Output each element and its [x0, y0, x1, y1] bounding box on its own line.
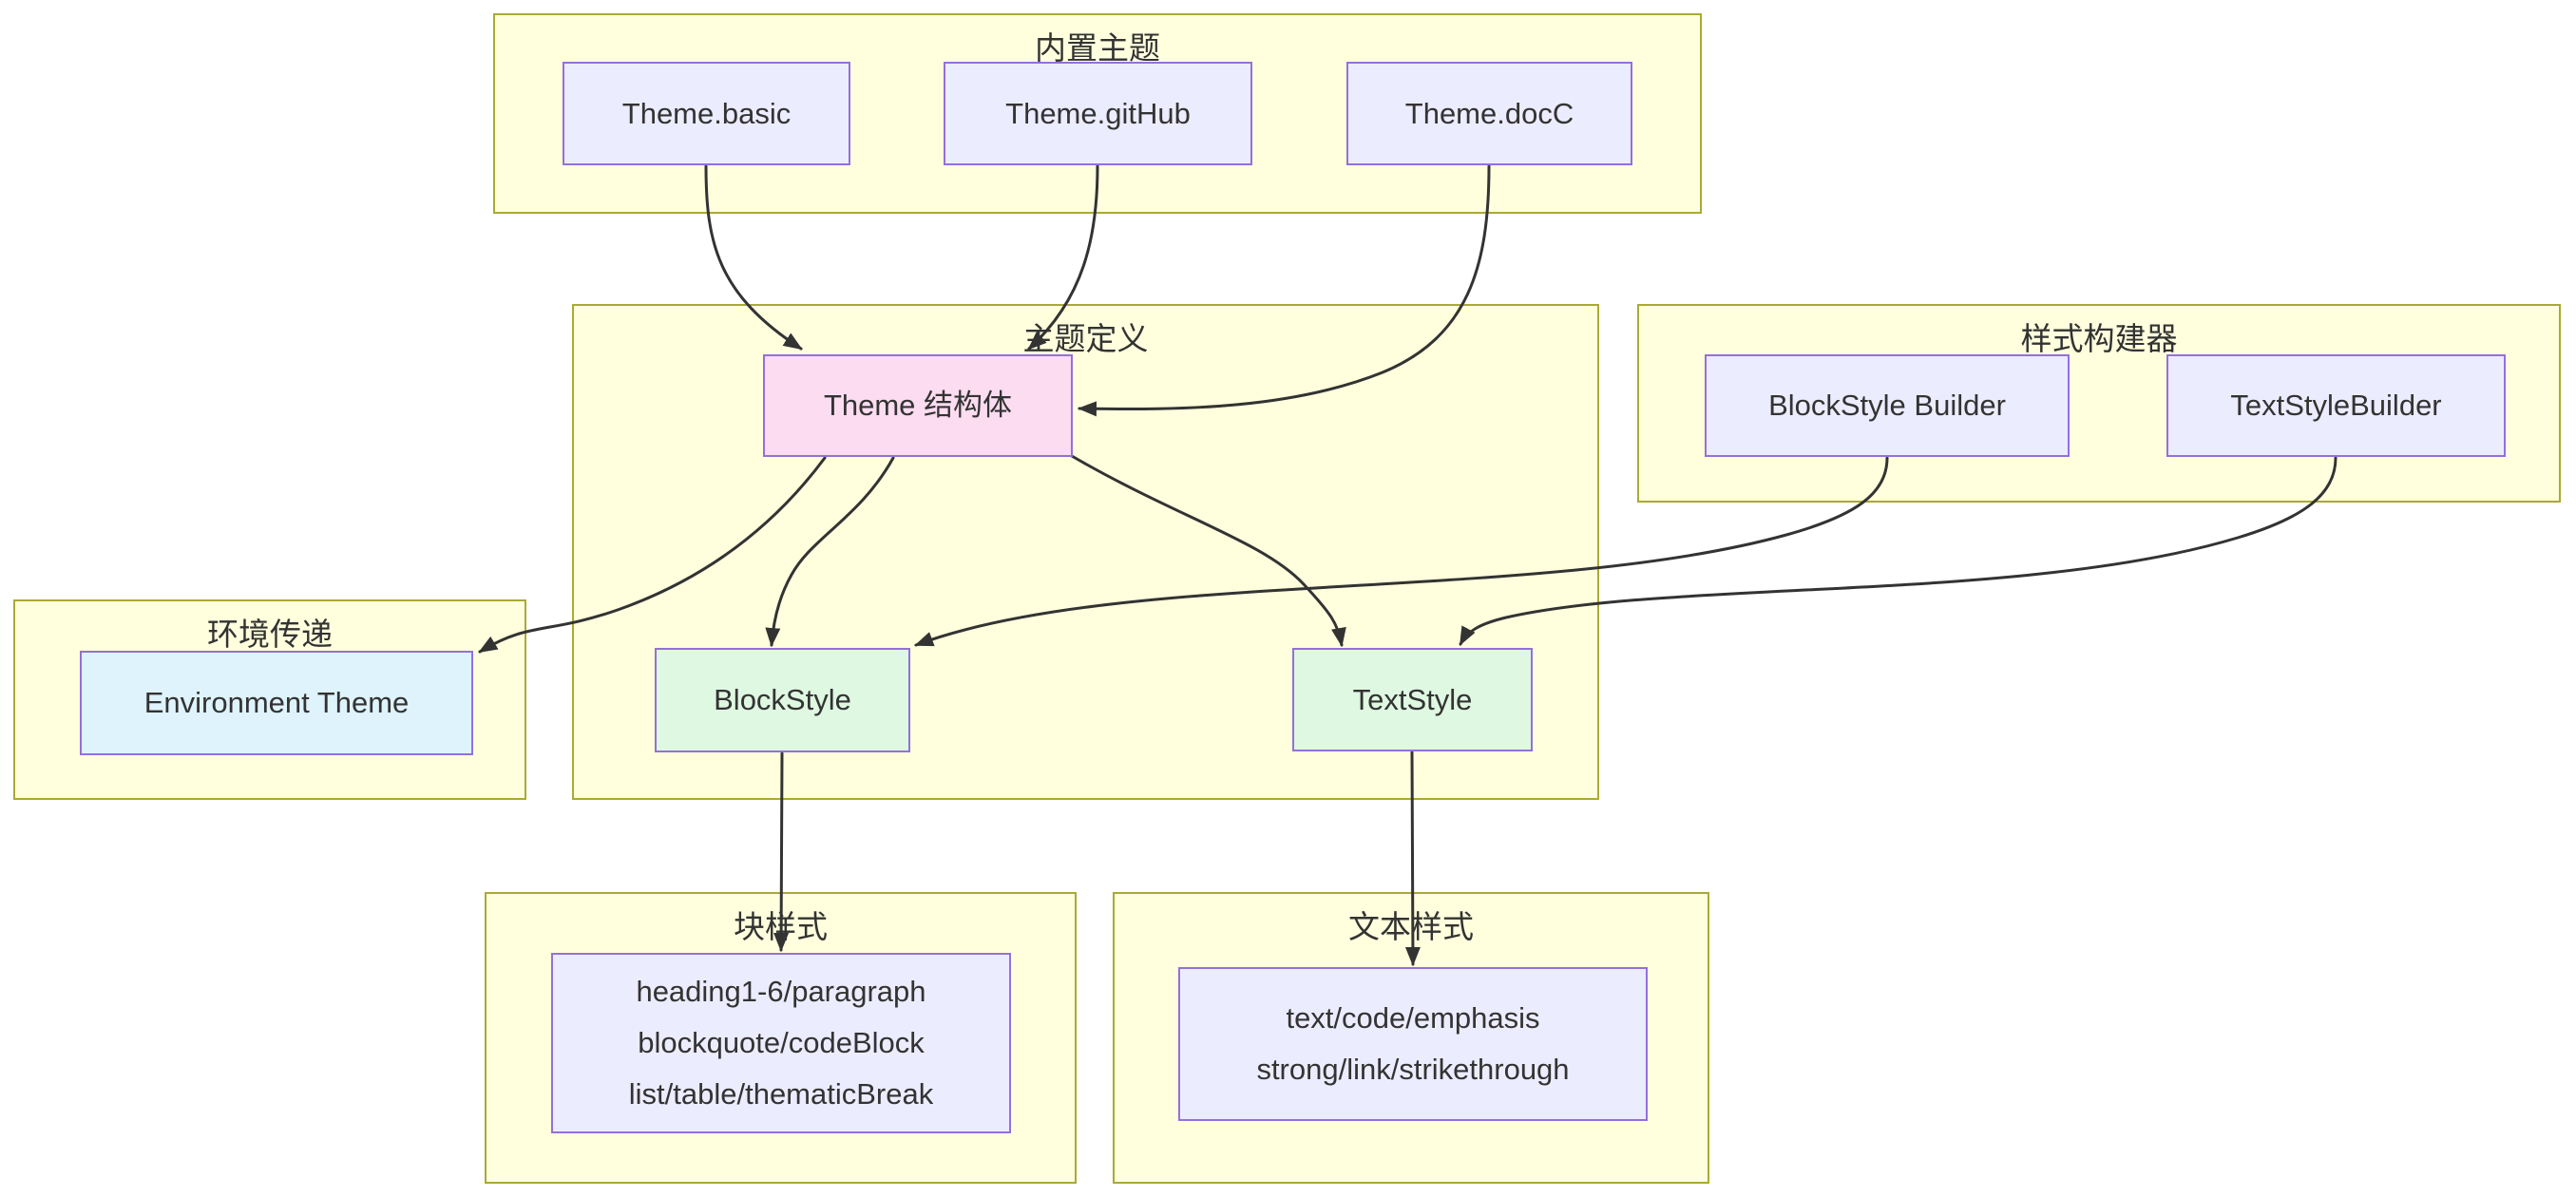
node-theme-docc-label: Theme.docC [1404, 96, 1574, 130]
node-textstyle-label: TextStyle [1352, 682, 1473, 716]
subgraph-text-styles-title: 文本样式 [1348, 909, 1474, 944]
node-textstyle: TextStyle [1292, 648, 1533, 751]
node-blockstyle-label: BlockStyle [714, 683, 851, 716]
subgraph-style-builder-title: 样式构建器 [2020, 321, 2178, 356]
node-theme-basic: Theme.basic [563, 62, 850, 165]
subgraph-block-styles-title: 块样式 [734, 909, 828, 944]
subgraph-environment-passing-title: 环境传递 [207, 617, 333, 652]
node-textstyle-builder-label: TextStyleBuilder [2230, 389, 2442, 422]
node-blockstyle-builder: BlockStyle Builder [1705, 354, 2070, 457]
node-theme-docc: Theme.docC [1346, 62, 1632, 165]
node-blockstyle-builder-label: BlockStyle Builder [1768, 389, 2006, 422]
node-text-elements-line2: strong/link/strikethrough [1256, 1053, 1570, 1086]
node-blockstyle: BlockStyle [655, 648, 910, 752]
node-block-elements-line1: heading1-6/paragraph [636, 975, 926, 1008]
node-block-elements-line2: blockquote/codeBlock [638, 1026, 925, 1059]
subgraph-builtin-themes-title: 内置主题 [1035, 30, 1160, 66]
node-block-elements-line3: list/table/thematicBreak [628, 1077, 934, 1111]
node-environment-theme: Environment Theme [80, 651, 473, 755]
node-theme-struct: Theme 结构体 [763, 354, 1073, 457]
node-theme-github-label: Theme.gitHub [1005, 96, 1191, 130]
node-text-elements-line1: text/code/emphasis [1286, 1001, 1540, 1035]
subgraph-theme-definition-title: 主题定义 [1022, 321, 1149, 356]
node-theme-github: Theme.gitHub [944, 62, 1252, 165]
node-theme-struct-label: Theme 结构体 [823, 389, 1013, 422]
node-block-elements: heading1-6/paragraph blockquote/codeBloc… [551, 953, 1011, 1133]
node-theme-basic-label: Theme.basic [621, 96, 792, 130]
node-text-elements: text/code/emphasis strong/link/strikethr… [1178, 967, 1648, 1121]
node-textstyle-builder: TextStyleBuilder [2166, 354, 2506, 457]
node-environment-theme-label: Environment Theme [143, 686, 410, 719]
